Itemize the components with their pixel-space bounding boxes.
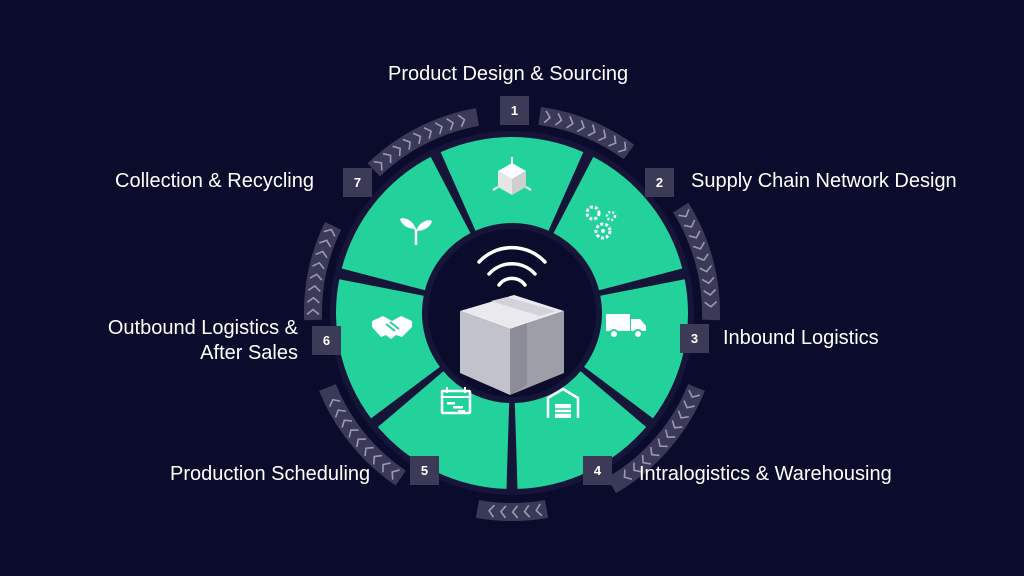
chevron-arrow <box>543 110 551 124</box>
chevron-arrow <box>372 454 382 465</box>
stage-label-7: Collection & Recycling <box>115 170 314 192</box>
chevron-arrow <box>402 138 411 150</box>
chevron-arrow <box>312 261 325 270</box>
chevron-arrow <box>364 446 374 457</box>
stage-label-6-line1: Outbound Logistics & <box>107 317 298 339</box>
chevron-arrow <box>499 505 507 519</box>
chevron-arrow <box>554 112 563 126</box>
chevron-arrow <box>587 124 596 137</box>
chevron-arrow <box>692 241 706 250</box>
chevron-arrow <box>671 420 683 429</box>
stage-label-4: Intralogistics & Warehousing <box>639 463 892 485</box>
schedule-icon <box>440 387 472 415</box>
sprout-icon <box>400 218 432 245</box>
stage-badge-1: 1 <box>500 96 529 125</box>
stage-label-6-line2: After Sales <box>200 342 298 364</box>
wheel-segment-5 <box>377 371 510 489</box>
stage-label-5: Production Scheduling <box>170 463 371 485</box>
chevron-arrow <box>457 114 466 128</box>
handshake-icon <box>372 316 412 339</box>
truck-icon <box>606 314 646 339</box>
chevron-arrow <box>328 398 341 408</box>
chevron-arrow <box>701 276 715 285</box>
chevron-arrow <box>523 504 531 518</box>
warehouse-icon <box>546 387 580 418</box>
stage-badge-4: 4 <box>583 456 612 485</box>
stage-label-2: Supply Chain Network Design <box>691 170 957 192</box>
chevron-arrow <box>664 429 676 438</box>
chevron-arrow <box>641 455 651 465</box>
chevron-arrow <box>688 389 701 399</box>
chevron-arrow <box>650 446 660 457</box>
chevron-arrow <box>392 145 401 157</box>
chevron-arrow <box>677 410 689 419</box>
chevron-arrow <box>434 122 443 135</box>
chevron-arrow <box>696 253 709 262</box>
chevron-arrow <box>699 265 713 273</box>
cube-icon <box>492 157 532 195</box>
stage-badge-2: 2 <box>645 168 674 197</box>
chevron-arrow <box>623 469 633 481</box>
chevron-arrow <box>535 503 543 517</box>
chevron-arrow <box>618 141 627 153</box>
arrow-band-6 <box>304 221 342 321</box>
stage-badge-3: 3 <box>680 324 709 353</box>
chevron-arrow <box>657 438 668 448</box>
chevron-arrow <box>356 438 366 448</box>
wheel-segment-6 <box>336 279 440 419</box>
chevron-arrow <box>633 462 642 473</box>
chevron-arrow <box>391 469 400 480</box>
chevron-arrow <box>382 152 392 164</box>
chevron-arrow <box>323 228 336 237</box>
chevron-arrow <box>373 160 383 171</box>
chevron-arrow <box>412 132 422 145</box>
stage-badge-6: 6 <box>312 326 341 355</box>
circular-arrow-ring <box>304 107 720 521</box>
chevron-arrow <box>348 429 359 438</box>
chevron-arrow <box>576 119 585 133</box>
chevron-arrow <box>683 219 696 228</box>
stage-label-3: Inbound Logistics <box>723 327 879 349</box>
chevron-arrow <box>307 284 321 293</box>
chevron-arrow <box>678 208 690 218</box>
stage-badge-5: 5 <box>410 456 439 485</box>
package-box-icon <box>460 295 564 395</box>
stage-label-6: Outbound Logistics & After Sales <box>94 316 298 366</box>
chevron-arrow <box>511 505 519 519</box>
chevron-arrow <box>704 300 718 308</box>
chevron-arrow <box>306 296 320 304</box>
chevron-arrow <box>315 250 328 259</box>
chevron-arrow <box>566 116 574 129</box>
wheel-segment-2 <box>553 156 683 291</box>
chevron-arrow <box>341 419 353 428</box>
chevron-arrow <box>688 230 701 239</box>
chevron-arrow <box>382 462 391 473</box>
stage-badge-7: 7 <box>343 168 372 197</box>
gears-icon <box>585 205 617 240</box>
chevron-arrow <box>334 409 346 418</box>
chevron-arrow <box>683 400 695 409</box>
wireless-signal-icon <box>477 245 547 287</box>
chevron-arrow <box>703 288 717 296</box>
chevron-arrow <box>608 135 617 147</box>
arrow-band-1 <box>538 107 635 160</box>
chevron-arrow <box>309 273 323 281</box>
chevron-arrow <box>598 129 607 142</box>
chevron-arrow <box>446 118 455 131</box>
chevron-arrow <box>423 127 432 139</box>
chevron-arrow <box>306 308 320 316</box>
chevron-arrow <box>488 504 496 518</box>
chevron-arrow <box>319 239 332 248</box>
stage-label-1: Product Design & Sourcing <box>388 63 629 85</box>
